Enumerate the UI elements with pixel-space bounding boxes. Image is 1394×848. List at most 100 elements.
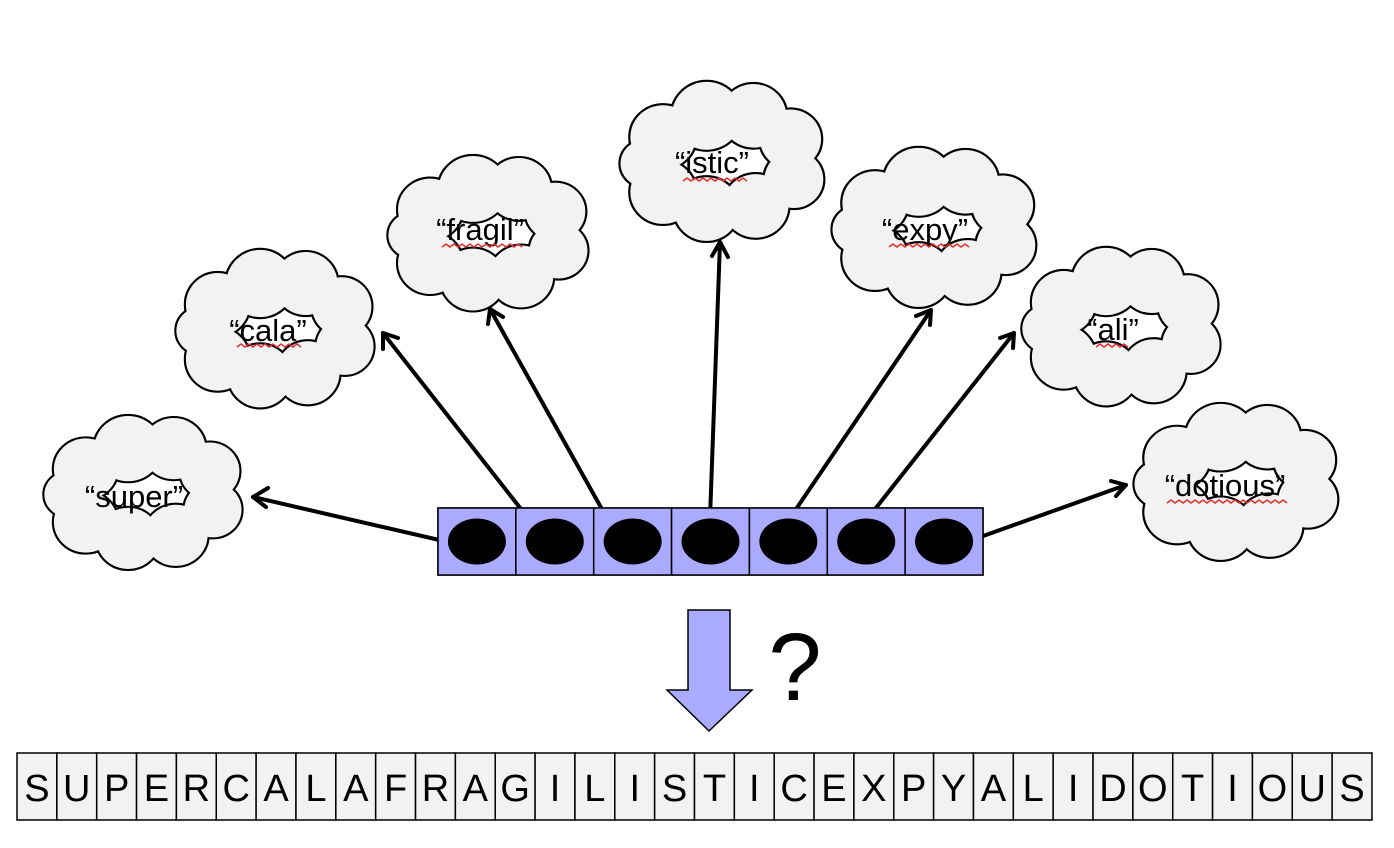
- cloud-label-ali: “ali”: [1087, 312, 1139, 347]
- letter: O: [1138, 768, 1168, 810]
- letter-box: [733, 752, 775, 821]
- letter: E: [144, 768, 169, 810]
- letter: A: [981, 768, 1007, 810]
- letter-box: [534, 752, 576, 821]
- letter-box: [1132, 752, 1174, 821]
- letter-box: [95, 752, 138, 821]
- cloud-expy: “expy”: [833, 148, 1036, 307]
- spellcheck-underline-dotious: [1166, 499, 1288, 504]
- down-arrow-icon: [665, 609, 754, 733]
- letter: U: [63, 768, 90, 810]
- hidden-unit: [525, 518, 584, 565]
- letter: I: [749, 768, 760, 810]
- letter: A: [263, 768, 289, 810]
- arrow-to-fragil: [486, 307, 610, 522]
- letter: L: [1023, 768, 1044, 810]
- spellcheck-underline-expy: [888, 243, 970, 248]
- letter: F: [384, 768, 407, 810]
- letter: A: [463, 768, 489, 810]
- letter-box: [1171, 752, 1214, 821]
- letter-box: [813, 752, 855, 821]
- hidden-unit: [837, 518, 896, 565]
- letter-box: [295, 752, 337, 821]
- letter: C: [780, 768, 807, 810]
- arrow-to-istic: [708, 240, 730, 520]
- cloud-dotious: “dotious”: [1135, 404, 1338, 560]
- letter-box: [374, 752, 417, 821]
- arrow-to-cala: [381, 331, 530, 520]
- cloud-istic: “istic”: [621, 82, 824, 241]
- letter-box: [1251, 752, 1294, 821]
- letter-box: [893, 752, 935, 821]
- letter: T: [703, 768, 726, 810]
- letter: X: [861, 768, 886, 810]
- cloud-super: “super”: [44, 416, 241, 569]
- question-mark: ?: [768, 614, 821, 721]
- letter: S: [24, 768, 49, 810]
- letter-box: [175, 752, 218, 821]
- arrow-to-super: [251, 486, 450, 544]
- arrow-to-ali: [866, 331, 1016, 520]
- letter: E: [821, 768, 846, 810]
- letter: S: [662, 768, 687, 810]
- cloud-label-fragil: “fragil”: [436, 212, 524, 247]
- letter-box: [1331, 752, 1373, 821]
- cloud-label-dotious: “dotious”: [1165, 468, 1286, 503]
- spellcheck-underline-ali: [1095, 343, 1129, 348]
- hidden-unit: [681, 518, 740, 565]
- letter: I: [1227, 768, 1238, 810]
- cloud-label-cala: “cala”: [229, 313, 307, 348]
- letter-box: [574, 752, 616, 821]
- word-clouds: “super” “cala” “fragil” “istic” “expy” “…: [44, 82, 1337, 569]
- letter: T: [1181, 768, 1204, 810]
- letter: L: [305, 768, 326, 810]
- cloud-label-istic: “istic”: [675, 145, 749, 180]
- letter-box: [215, 752, 257, 821]
- letter: I: [1068, 768, 1079, 810]
- hidden-unit: [759, 518, 818, 565]
- letter-box: [972, 752, 1015, 821]
- letter-box: [853, 752, 895, 821]
- cloud-label-super: “super”: [85, 479, 183, 514]
- letter-box: [1092, 752, 1134, 821]
- letter: R: [183, 768, 210, 810]
- letter: A: [343, 768, 369, 810]
- letter: R: [422, 768, 449, 810]
- hidden-unit: [447, 518, 506, 565]
- letter: U: [1298, 768, 1325, 810]
- cloud-cala: “cala”: [176, 250, 373, 408]
- letter-box: [1012, 752, 1054, 821]
- letter: D: [1099, 768, 1126, 810]
- letter-box: [494, 752, 536, 821]
- letter: O: [1258, 768, 1288, 810]
- letter: L: [584, 768, 605, 810]
- letter: P: [104, 768, 129, 810]
- unit-to-cloud-arrows: [251, 240, 1128, 544]
- letter-box: [693, 752, 736, 821]
- hidden-state-vector: [437, 507, 984, 576]
- spellcheck-underline-cala: [236, 343, 302, 348]
- cloud-label-expy: “expy”: [882, 212, 968, 247]
- letter-box: [56, 752, 98, 821]
- letter-box: [414, 752, 457, 821]
- spellcheck-underline-istic: [682, 177, 748, 182]
- letter: I: [629, 768, 640, 810]
- spellcheck-underline-fragil: [441, 243, 523, 248]
- letter-box: [454, 752, 496, 821]
- arrow-to-expy: [788, 308, 933, 520]
- hidden-unit: [915, 518, 974, 565]
- letter: Y: [941, 768, 966, 810]
- arrow-to-dotious: [970, 479, 1128, 542]
- letter: S: [1339, 768, 1364, 810]
- letter: G: [500, 768, 530, 810]
- letter: I: [550, 768, 561, 810]
- letter-box: [653, 752, 696, 821]
- cloud-fragil: “fragil”: [388, 156, 587, 311]
- letter: P: [901, 768, 926, 810]
- letter-box: [1211, 752, 1254, 821]
- letter: C: [222, 768, 249, 810]
- decode-arrow: [665, 609, 754, 733]
- cloud-ali: “ali”: [1022, 248, 1219, 406]
